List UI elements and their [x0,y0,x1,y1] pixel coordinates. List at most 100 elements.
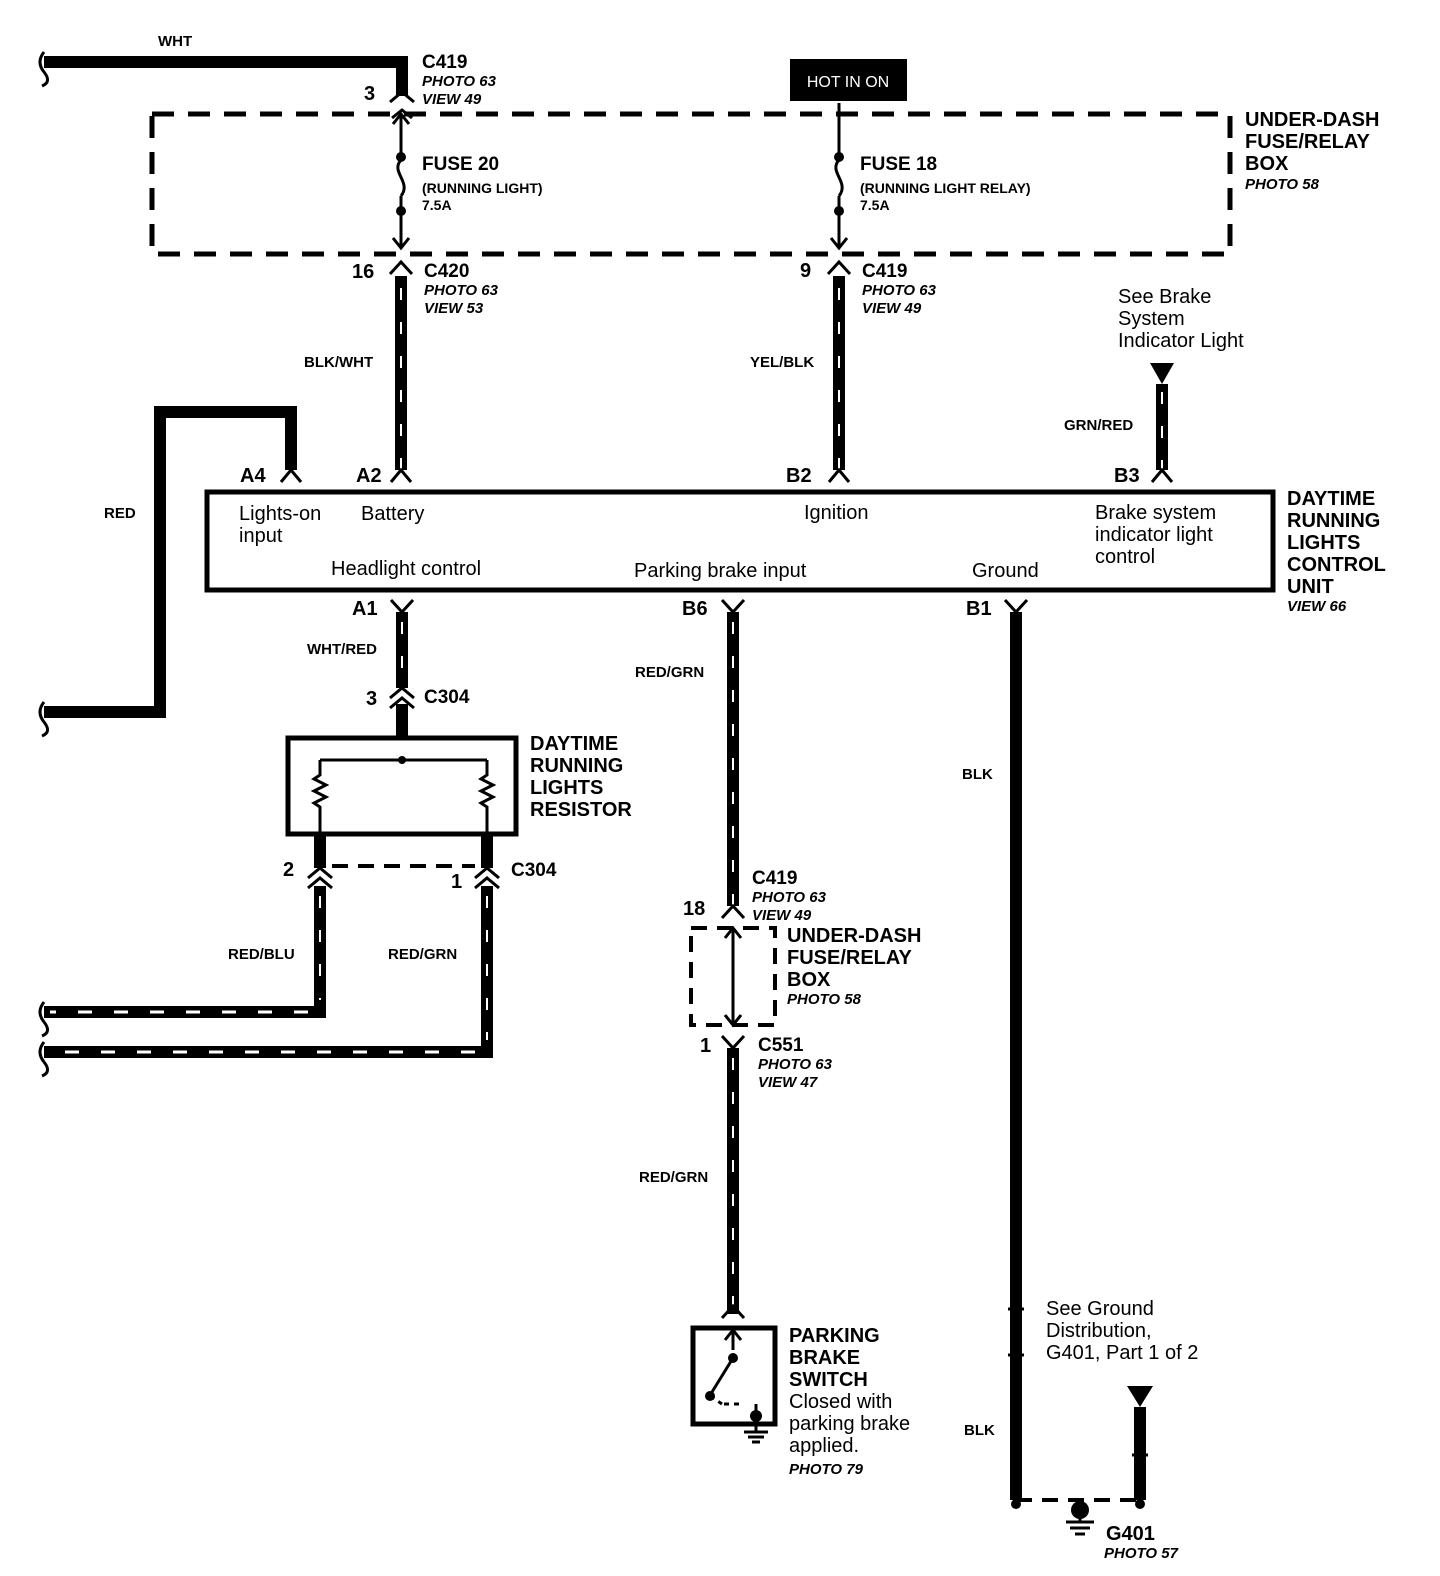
terminal-ground: Ground [972,560,1039,582]
ground-g401-symbol [1011,1498,1145,1536]
wire-label-blk-1: BLK [962,766,993,783]
terminal-lights-on-1: Lights-on [239,503,321,525]
under-dash-fuse-box-top [149,111,1233,257]
pin-a1: A1 [352,598,378,620]
drl-unit-title-4: CONTROL [1287,554,1386,576]
pin-b1: B1 [966,598,992,620]
fuse-box-low-title-2: FUSE/RELAY [787,947,913,969]
terminal-brake-ind-3: control [1095,546,1155,568]
see-brake-line-1: See Brake [1118,286,1211,308]
terminal-battery: Battery [361,503,424,525]
c419-top-pin: 3 [364,83,375,105]
c304-top-id: C304 [424,687,470,708]
fuse-20-rating: 7.5A [422,197,452,213]
wire-label-wht: WHT [158,33,192,50]
wire-wht-red [389,598,415,740]
hot-in-on-label: HOT IN ON [807,74,889,91]
wire-label-blk-2: BLK [964,1422,995,1439]
wire-blk-ground [1003,598,1029,1500]
c420-pin: 16 [352,261,374,283]
drl-unit-title-1: DAYTIME [1287,488,1375,510]
hot-in-on-badge [790,59,907,101]
fuse-box-low-bus [723,925,743,1028]
c420-id: C420 [424,261,469,282]
fuse-20-symbol [391,111,411,251]
wire-label-yel-blk: YEL/BLK [750,354,814,371]
parking-switch-desc-1: Closed with [789,1391,892,1413]
parking-switch-desc-2: parking brake [789,1413,910,1435]
drl-unit-title-5: UNIT [1287,576,1334,598]
fuse-20-desc: (RUNNING LIGHT) [422,180,543,196]
wire-red-grn-resistor [38,886,493,1078]
see-ground-line-1: See Ground [1046,1298,1154,1320]
c419-low-photo: PHOTO 63 [752,889,827,906]
wire-label-wht-red: WHT/RED [307,641,377,658]
see-brake-line-3: Indicator Light [1118,330,1244,352]
wire-label-red: RED [104,505,136,522]
wire-grn-red [1150,363,1174,483]
pin-b3: B3 [1114,465,1140,487]
fuse-18-rating: 7.5A [860,197,890,213]
terminal-parking-input: Parking brake input [634,560,807,582]
c419-mid-view: VIEW 49 [862,300,922,317]
parking-switch-title-2: BRAKE [789,1347,860,1369]
pin-a2: A2 [356,465,382,487]
wire-wht-top [38,51,408,96]
resistor-title-1: DAYTIME [530,733,618,755]
c419-top-id: C419 [422,52,467,73]
terminal-lights-on-2: input [239,525,283,547]
c419-mid-photo: PHOTO 63 [862,282,937,299]
drl-unit-title-2: RUNNING [1287,510,1380,532]
terminal-brake-ind-2: indicator light [1095,524,1213,546]
wire-red-grn-c551 [720,1034,746,1320]
parking-switch-title-3: SWITCH [789,1369,868,1391]
c419-mid-pin: 9 [800,260,811,282]
g401-photo: PHOTO 57 [1104,1545,1179,1562]
drl-control-unit-box [204,489,1276,593]
wire-label-grn-red: GRN/RED [1064,417,1133,434]
wire-blk-ground-secondary [1127,1386,1153,1500]
drl-unit-view: VIEW 66 [1287,598,1347,615]
wire-label-blk-wht: BLK/WHT [304,354,373,371]
c419-top-photo: PHOTO 63 [422,73,497,90]
c419-low-view: VIEW 49 [752,907,812,924]
pin-b6: B6 [682,598,708,620]
wire-label-red-grn-1: RED/GRN [635,664,704,681]
resistor-title-4: RESISTOR [530,799,632,821]
c304-pin-1: 1 [451,871,462,893]
wire-label-red-grn-3: RED/GRN [639,1169,708,1186]
drl-unit-title-3: LIGHTS [1287,532,1360,554]
parking-switch-photo: PHOTO 79 [789,1461,864,1478]
wire-yel-blk [826,259,852,483]
wire-label-red-grn-2: RED/GRN [388,946,457,963]
terminal-brake-ind-1: Brake system [1095,502,1216,524]
see-ground-line-2: Distribution, [1046,1320,1152,1342]
fuse-box-top-photo: PHOTO 58 [1245,176,1320,193]
c304-bottom-id: C304 [511,860,557,881]
fuse-box-top-title-2: FUSE/RELAY [1245,131,1371,153]
terminal-ignition: Ignition [804,502,869,524]
fuse-box-low-title-1: UNDER-DASH [787,925,921,947]
c551-photo: PHOTO 63 [758,1056,833,1073]
c304-pin-2: 2 [283,859,294,881]
wire-red-grn-b6 [720,598,746,920]
fuse-18-name: FUSE 18 [860,154,937,175]
wire-label-red-blu: RED/BLU [228,946,295,963]
fuse-box-low-photo: PHOTO 58 [787,991,862,1008]
g401-id: G401 [1106,1523,1155,1545]
resistor-title-2: RUNNING [530,755,623,777]
parking-switch-title-1: PARKING [789,1325,880,1347]
c419-low-id: C419 [752,868,797,889]
c551-id: C551 [758,1035,804,1056]
c551-pin: 1 [700,1035,711,1057]
connector-c304-bottom [307,834,500,890]
parking-switch-desc-3: applied. [789,1435,859,1457]
fuse-18-symbol [829,103,849,251]
c304-top-pin: 3 [366,688,377,710]
pin-a4: A4 [240,465,266,487]
fuse-18-desc: (RUNNING LIGHT RELAY) [860,180,1031,196]
wire-blk-wht [388,259,414,483]
fuse-box-top-title-3: BOX [1245,153,1289,175]
c419-low-pin: 18 [683,898,705,920]
